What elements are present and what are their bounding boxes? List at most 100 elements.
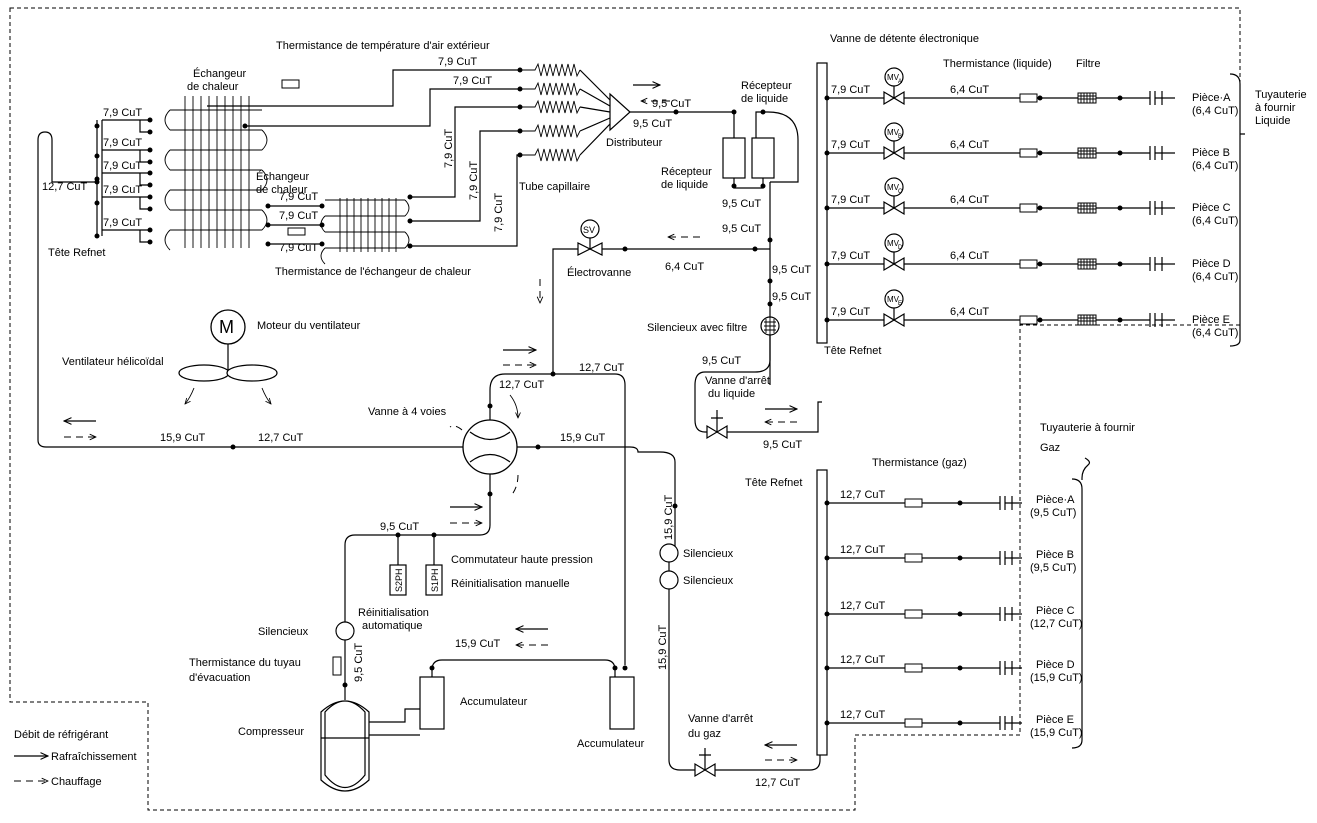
gas-row-4: 12,7 CuT Pièce D(15,9 CuT) [824,654,1083,684]
pipe-label-79-lhx3: 7,9 CuT [279,242,318,254]
liquid-room-size: (6,4 CuT) [1192,105,1238,117]
lower-hx-branches [265,203,325,247]
gas-thermistor-symbol [904,718,923,728]
liquid-receiver-1-label-l1: Récepteur [741,80,792,92]
pipe-label-79-left-2: 7,9 CuT [103,137,142,149]
field-piping-liquid-l2: à fournir [1255,102,1296,114]
pipe-label-127: 12,7 CuT [840,489,886,501]
pipe-label-79-left-1: 7,9 CuT [103,107,142,119]
pipe-label-79: 7,9 CuT [831,139,870,151]
pipe-label-79-c1: 7,9 CuT [438,56,477,68]
distributor [579,69,679,156]
gas-room-size: (9,5 CuT) [1030,562,1076,574]
pipe-label-127-left: 12,7 CuT [42,181,88,193]
gas-thermistor-symbol [904,663,923,673]
mv-sub: E [898,301,902,307]
legend: Débit de réfrigérant Rafraîchissement Ch… [14,729,137,788]
main-gas-line [37,439,678,552]
liquid-room-name: Pièce B [1192,147,1230,159]
liquid-thermistor-symbol [1019,315,1038,325]
pipe-label-127-gas: 12,7 CuT [755,777,801,789]
pipe-label-95-r6: 9,5 CuT [763,439,802,451]
liquid-stop-valve-label-l1: Vanne d'arrêt [705,375,770,387]
liquid-room-name: Pièce D [1192,258,1231,270]
refnet-head-gas-label: Tête Refnet [745,477,802,489]
legend-title: Débit de réfrigérant [14,729,108,741]
solenoid-valve-line [552,219,770,372]
gas-stop-valve [694,748,821,778]
liquid-room-size: (6,4 CuT) [1192,271,1238,283]
pipe-label-79-left-5: 7,9 CuT [103,217,142,229]
pipe-label-127-4w2: 12,7 CuT [579,362,625,374]
filter-icon [1077,258,1097,270]
pipe-label-127: 12,7 CuT [840,654,886,666]
heat-exchanger-left [164,96,268,251]
gas-stop-valve-label-l2: du gaz [688,728,721,740]
manual-reset-label: Réinitialisation manuelle [451,578,570,590]
liquid-stop-valve [694,390,822,440]
mv-sub: B [898,134,902,140]
pipe-label-64: 6,4 CuT [950,194,989,206]
field-piping-gas-l2: Gaz [1040,442,1060,454]
pipe-label-127: 12,7 CuT [840,600,886,612]
pipe-label-127-4w1: 12,7 CuT [499,379,545,391]
gas-room-size: (15,9 CuT) [1030,672,1083,684]
mv-label: MV [887,295,900,304]
pipe-label-159-vert: 15,9 CuT [663,494,675,540]
pipe-label-95-d2: 9,5 CuT [633,118,672,130]
pipe-label-79: 7,9 CuT [831,306,870,318]
refnet-head-left [37,120,103,440]
pipe-label-79-c2: 7,9 CuT [453,75,492,87]
gas-thermistor-label: Thermistance (gaz) [872,457,967,469]
heat-exchanger-2-label-l1: Échangeur [256,170,310,183]
pipe-label-95-r3: 9,5 CuT [772,264,811,276]
four-way-valve-label: Vanne à 4 voies [368,406,447,418]
compressor-assembly [320,621,635,792]
pipe-label-95-disch: 9,5 CuT [380,521,419,533]
gas-thermistor-symbol [904,609,923,619]
pipe-label-95-comp: 9,5 CuT [353,643,365,682]
pipe-label-79-lhx2: 7,9 CuT [279,210,318,222]
high-pressure-switch-label: Commutateur haute pression [451,554,593,566]
pipe-label-95-d1: 9,5 CuT [652,98,691,110]
mv-label: MV [887,183,900,192]
liquid-receiver-2-label-l1: Récepteur [661,166,712,178]
high-pressure-switches [389,532,443,596]
pipe-label-159-main1: 15,9 CuT [160,432,206,444]
sv-label: SV [583,225,595,235]
pipe-label-64: 6,4 CuT [950,250,989,262]
field-piping-gas-l1: Tuyauterie à fournir [1040,422,1135,434]
field-piping-liquid-l1: Tuyauterie [1255,89,1307,101]
liquid-receiver-2-label-l2: de liquide [661,179,708,191]
muffler-2-label: Silencieux [683,548,734,560]
muffler-1-label: Silencieux [258,626,309,638]
refnet-head-liquid [816,62,828,344]
liquid-room-name: Pièce·A [1192,92,1231,104]
pipe-label-127: 12,7 CuT [840,709,886,721]
heat-exchanger-thermistor-label: Thermistance de l'échangeur de chaleur [275,266,471,278]
auto-reset-label-l2: automatique [362,620,423,632]
gas-thermistor-symbol [904,553,923,563]
gas-mufflers [659,543,695,771]
pipe-label-127: 12,7 CuT [840,544,886,556]
gas-room-name: Pièce D [1036,659,1075,671]
auto-reset-label-l1: Réinitialisation [358,607,429,619]
legend-heating-label: Chauffage [51,776,102,788]
muffler-with-filter [760,316,780,336]
electronic-expansion-valve-label: Vanne de détente électronique [830,33,979,45]
liquid-room-name: Pièce E [1192,314,1230,326]
filter-icon [1077,147,1097,159]
gas-room-name: Pièce·A [1036,494,1075,506]
gas-stop-valve-label-l1: Vanne d'arrêt [688,713,753,725]
liquid-receivers [676,109,799,385]
pipe-label-79: 7,9 CuT [831,250,870,262]
refnet-head-liquid-label: Tête Refnet [824,345,881,357]
s1ph-label: S1PH [430,568,440,592]
accumulator-1-label: Accumulateur [460,696,528,708]
pipe-label-79-left-4: 7,9 CuT [103,184,142,196]
